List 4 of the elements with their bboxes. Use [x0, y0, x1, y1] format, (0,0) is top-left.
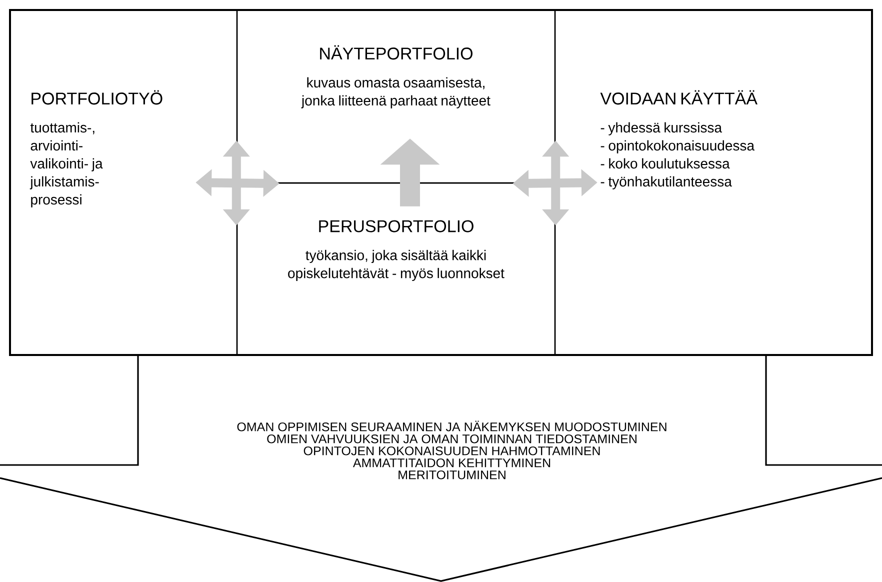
arrow-text: OMAN OPPIMISEN SEURAAMINEN JA NÄKEMYKSEN MUODOSTUMINEN OMIEN VAHVUUKSIEN JA OMAN TOIMINNAN TIEDOSTAMINEN OPINTOJEN KOKONAISUUDEN HAHMOTTAMINEN AMMATTITAIDON KEHITTYMINEN MERITOITUMINEN [237, 420, 666, 480]
node-label: PORTFOLIOTYÖ [32, 90, 162, 105]
text-cell: VOIDAAN KÄYTTÄÄ - yhdessä kurssissa - opintokokonaisuudessa - koko koulutuksessa - työnhakutilanteessa [554, 9, 873, 356]
node-label: tuottamis-, arviointi- valikointi- ja julkistamis- prosessi [30, 122, 103, 208]
